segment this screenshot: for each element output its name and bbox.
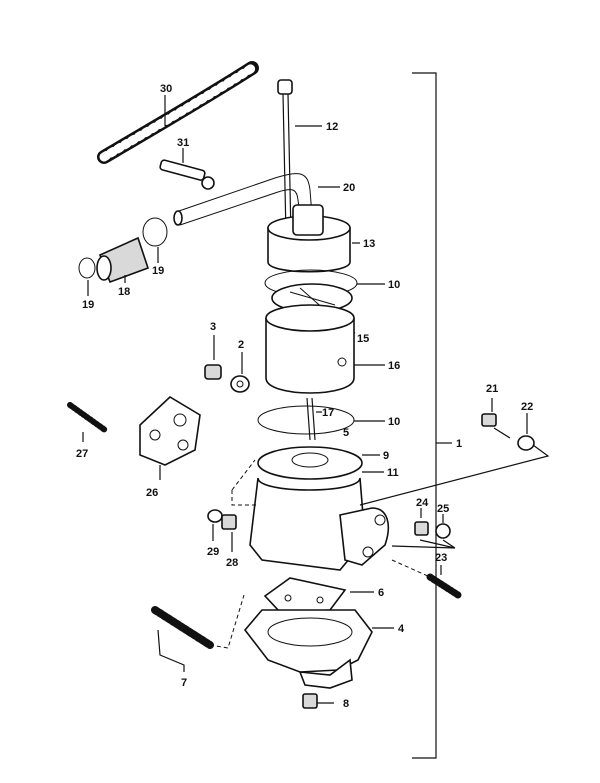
callout-13: 13 <box>363 238 375 250</box>
callout-29: 29 <box>207 546 219 558</box>
spiral-wrap-part <box>97 61 259 164</box>
clamp-part-right <box>142 217 168 263</box>
callout-17: 17 <box>322 407 334 419</box>
stud-23-part <box>391 559 462 599</box>
callout-16: 16 <box>388 360 400 372</box>
bolt-21-part <box>481 398 511 439</box>
hose-part <box>173 173 340 226</box>
callout-20: 20 <box>343 182 355 194</box>
callout-27: 27 <box>76 448 88 460</box>
callout-25: 25 <box>437 503 449 515</box>
callout-11: 11 <box>387 467 399 479</box>
callout-19-right: 19 <box>152 265 164 277</box>
pump-base-part <box>243 609 394 689</box>
long-bolt-part <box>277 79 322 236</box>
top-cap-part <box>267 204 360 273</box>
callout-28: 28 <box>226 557 238 569</box>
callout-21: 21 <box>486 383 498 395</box>
nut-24-part <box>414 508 429 536</box>
callout-12: 12 <box>326 121 338 133</box>
bolt-8-part <box>302 693 334 709</box>
callout-4: 4 <box>398 623 405 635</box>
washer-22-part <box>517 413 535 451</box>
callout-8: 8 <box>343 698 349 710</box>
callout-19-left: 19 <box>82 299 94 311</box>
callout-18: 18 <box>118 286 130 298</box>
callout-5: 5 <box>343 427 349 439</box>
callout-31: 31 <box>177 137 189 149</box>
boot-part <box>96 236 150 284</box>
fitting-part <box>159 148 215 190</box>
nut-part <box>221 514 237 552</box>
callout-6: 6 <box>378 587 384 599</box>
washer-part <box>230 352 250 393</box>
callout-1: 1 <box>456 438 462 450</box>
washer-25-part <box>435 514 451 539</box>
armature-shaft-part <box>306 397 322 441</box>
plug-part <box>204 335 222 380</box>
flat-washer-part <box>207 509 223 541</box>
callout-15: 15 <box>357 333 369 345</box>
callout-10-upper: 10 <box>388 279 400 291</box>
clamp-part-left <box>78 257 96 296</box>
reservoir-body-part <box>249 446 389 571</box>
callout-24: 24 <box>416 497 429 509</box>
lower-o-ring-part <box>257 405 385 435</box>
relief-valve-part <box>151 594 245 672</box>
callout-23: 23 <box>435 552 447 564</box>
assembly-bracket <box>412 72 452 759</box>
callout-26: 26 <box>146 487 158 499</box>
mount-plate-part <box>139 396 201 480</box>
callout-30: 30 <box>160 83 172 95</box>
callout-3: 3 <box>210 321 216 333</box>
callout-22: 22 <box>521 401 533 413</box>
callout-10-lower: 10 <box>388 416 400 428</box>
callout-7: 7 <box>181 677 187 689</box>
callout-9: 9 <box>383 450 389 462</box>
valve-plate-part <box>263 577 374 613</box>
motor-housing-part <box>265 304 385 394</box>
stud-part <box>67 402 108 442</box>
callout-2: 2 <box>238 339 244 351</box>
